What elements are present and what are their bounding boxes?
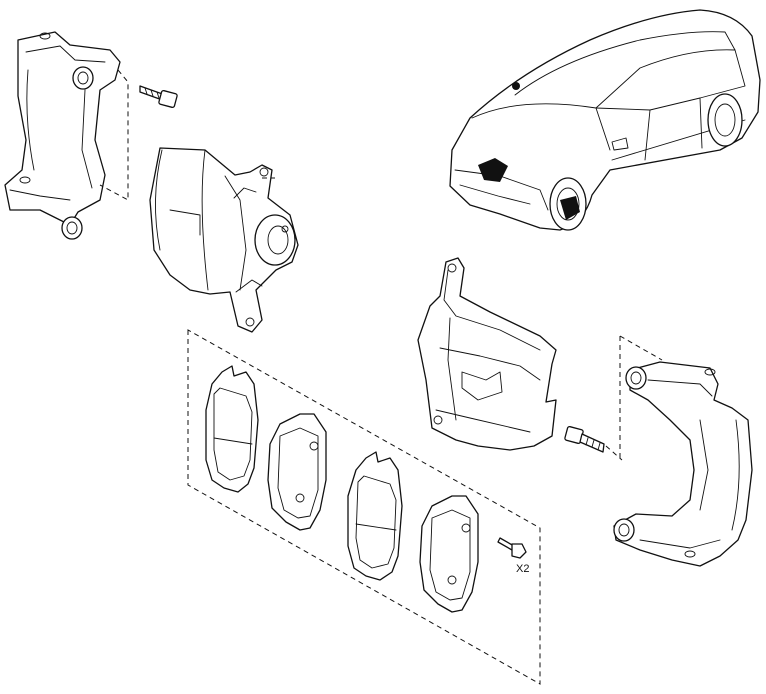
bolt-icon [139,85,178,109]
bolt-icon [497,537,527,559]
carrier-left-guide-line [99,69,129,201]
bolt-icon [564,425,605,453]
car-icon [449,9,761,231]
brake-pad-4 [419,495,479,613]
caliper-carrier-right [613,361,753,567]
bolt-right-guide-line [605,445,623,461]
brake-caliper-left [149,147,299,333]
pad-set-outline [187,329,541,685]
caliper-carrier-left [4,31,121,240]
carrier-right-guide-line [619,335,663,460]
brake-pad-1 [205,365,259,493]
brake-caliper-right [417,257,557,451]
brake-pad-2 [267,413,327,531]
brake-pad-3 [347,451,403,581]
pad-bolt-quantity-label: X2 [516,563,530,575]
